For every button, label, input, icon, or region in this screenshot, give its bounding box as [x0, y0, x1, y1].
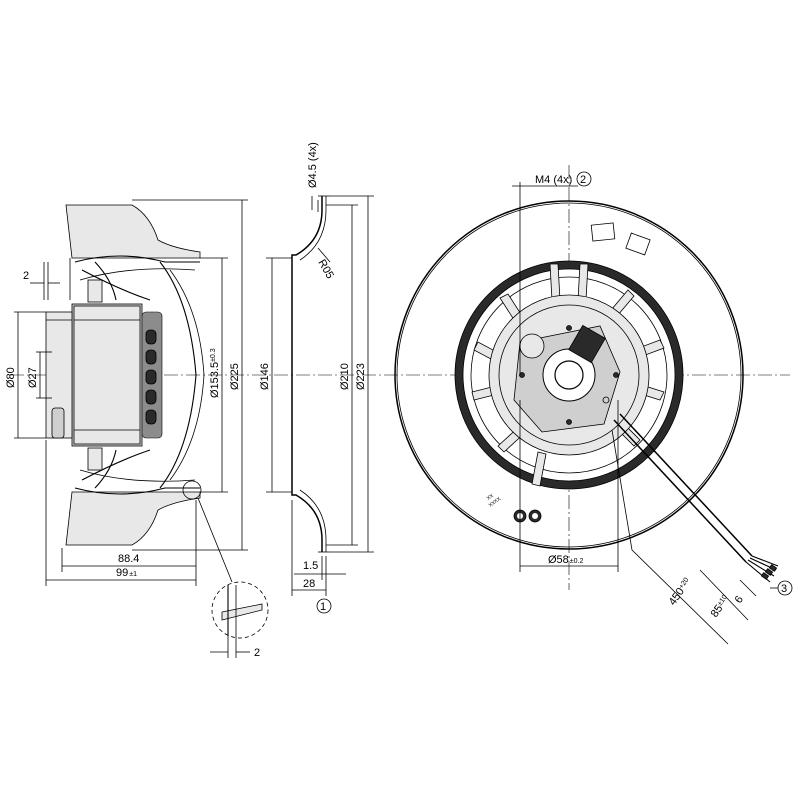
- dim-85: 85±10: [709, 593, 733, 620]
- dim-99: 99±1: [116, 567, 137, 579]
- callout-3: 3: [781, 583, 787, 595]
- dim-d80: Ø80: [5, 367, 17, 388]
- dim-m4: M4 (4x): [535, 174, 572, 186]
- dim-d58: Ø58±0.2: [548, 554, 583, 566]
- dim-d223: Ø223: [355, 363, 367, 390]
- inlet-ring-view: Ø4.5 (4x) R05 Ø146 Ø210 Ø223 1.5 28 1: [259, 142, 374, 614]
- dim-hole: Ø4.5 (4x): [307, 142, 319, 188]
- label-xx: XX: [486, 493, 495, 502]
- cable: [613, 413, 779, 583]
- callout-2: 2: [580, 174, 586, 186]
- detail-view: 2: [197, 497, 269, 659]
- dim-15: 1.5: [303, 560, 318, 572]
- front-view: XX XXXX M4 (4x) 2 Ø58±0.2: [394, 165, 793, 645]
- dim-450: 450+20: [667, 576, 694, 608]
- dim-d225: Ø225: [229, 363, 241, 390]
- dim-radius: R05: [315, 258, 335, 281]
- dim-28: 28: [303, 578, 315, 590]
- dim-d210: Ø210: [339, 363, 351, 390]
- dim-d146: Ø146: [259, 363, 271, 390]
- callout-1: 1: [320, 601, 326, 613]
- dim-6: 6: [733, 594, 746, 606]
- dim-detail-2: 2: [254, 647, 260, 659]
- dim-flange-thickness: 2: [23, 270, 29, 282]
- dim-88: 88.4: [118, 553, 139, 565]
- dim-d153: Ø153.5±0.3: [209, 348, 221, 398]
- dim-d27: Ø27: [27, 367, 39, 388]
- side-view: 2 Ø80 Ø27 Ø153.5±0.3 Ø225 88.4 99±1: [5, 199, 790, 586]
